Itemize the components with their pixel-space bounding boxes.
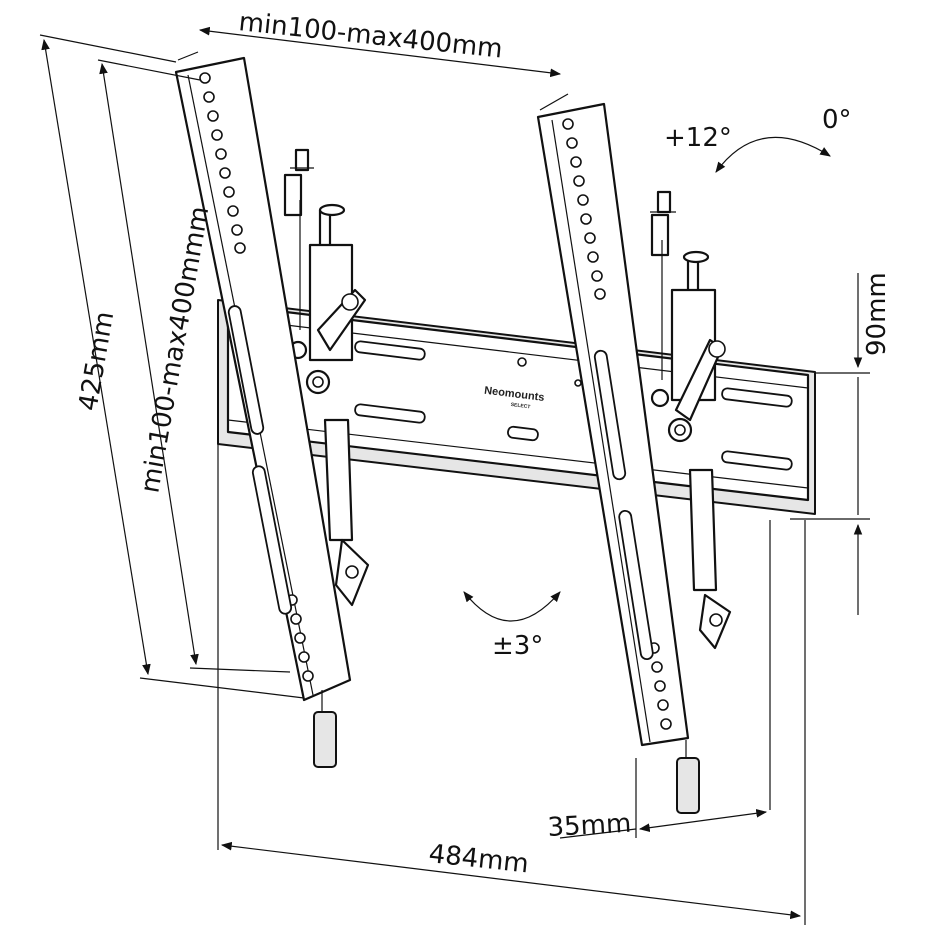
- brand-tagline: SELECT: [510, 402, 530, 410]
- dimension-rail-height: 90mm: [790, 272, 892, 615]
- label-total-height: 425mm: [73, 309, 120, 413]
- left-tilt-mechanism: [283, 148, 370, 607]
- right-bracket: [536, 102, 732, 814]
- left-arm-holes: [199, 72, 314, 682]
- label-tilt-zero: 0°: [822, 105, 852, 135]
- label-level-adjust: ±3°: [492, 631, 543, 661]
- right-arm-holes: [562, 118, 672, 730]
- left-bracket: [174, 56, 370, 768]
- right-safety-cord: [676, 740, 700, 814]
- dimension-depth: 35mm: [547, 520, 771, 843]
- left-safety-cord: [313, 690, 337, 768]
- tilt-indicator: +12° 0°: [664, 105, 852, 173]
- label-vesa-width: min100-max400mm: [237, 7, 504, 65]
- dimension-total-width: 484mm: [217, 432, 806, 925]
- label-rail-height: 90mm: [862, 272, 892, 356]
- label-depth: 35mm: [547, 809, 632, 843]
- right-tilt-mechanism: [650, 190, 732, 650]
- level-adjust-indicator: ±3°: [463, 591, 561, 661]
- label-tilt-up: +12°: [664, 123, 732, 153]
- label-total-width: 484mm: [427, 839, 530, 879]
